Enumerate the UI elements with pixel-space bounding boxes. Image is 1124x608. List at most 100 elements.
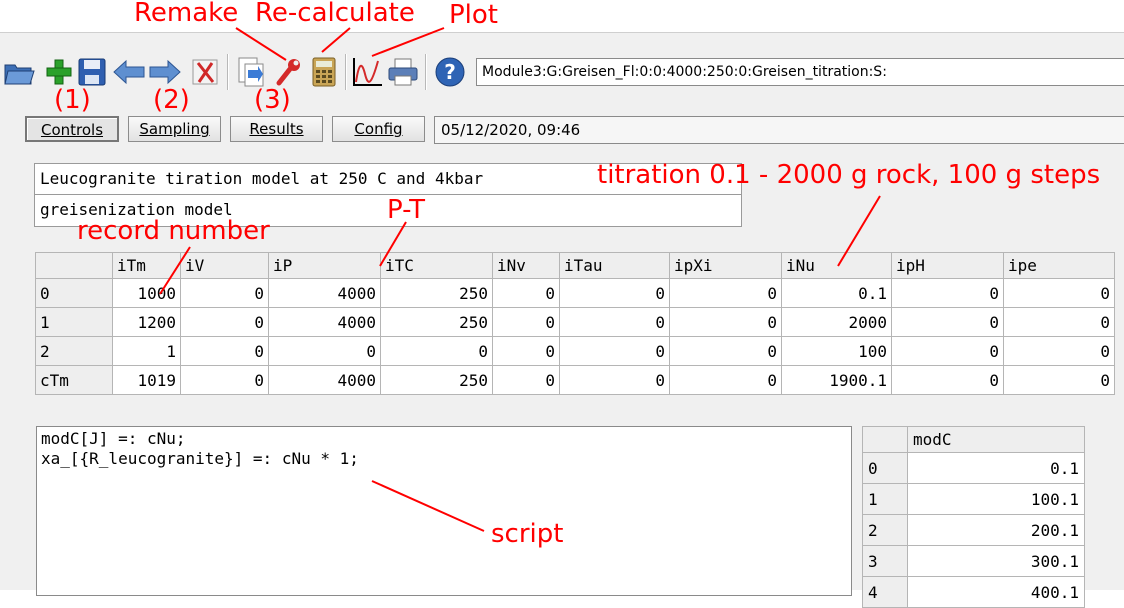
tab-controls-label: Controls: [40, 121, 104, 139]
toolbar-separator: [425, 54, 427, 90]
remake-icon[interactable]: [271, 55, 305, 89]
annotation-lines: [159, 27, 881, 532]
script-editor[interactable]: modC[J] =: cNu;xa_[{R_leucogranite}] =: …: [36, 426, 852, 596]
table-cell[interactable]: 0: [1003, 307, 1115, 337]
annotation-1: (1): [54, 85, 91, 115]
add-icon[interactable]: [42, 55, 76, 89]
grid-column-header[interactable]: iNv: [492, 252, 560, 279]
modc-corner-cell: [862, 426, 908, 453]
tab-results-label: Results: [249, 120, 304, 138]
row-header[interactable]: 1: [862, 483, 908, 515]
comment-line-1[interactable]: Leucogranite tiration model at 250 C and…: [34, 163, 742, 195]
row-header[interactable]: cTm: [35, 365, 113, 395]
print-icon[interactable]: [386, 55, 420, 89]
annotation-plot: Plot: [449, 0, 499, 30]
annotation-record-number: record number: [77, 216, 270, 246]
grid-column-header[interactable]: iTau: [559, 252, 670, 279]
annotation-2: (2): [153, 85, 190, 115]
table-cell[interactable]: 250: [380, 365, 493, 395]
table-cell[interactable]: 0: [1003, 336, 1115, 366]
table-cell[interactable]: 0: [559, 365, 670, 395]
row-header[interactable]: 3: [862, 545, 908, 577]
table-cell[interactable]: 1200: [112, 307, 181, 337]
table-cell[interactable]: 0.1: [907, 452, 1085, 484]
table-cell[interactable]: 0: [492, 365, 560, 395]
timestamp-field: 05/12/2020, 09:46: [434, 116, 1124, 144]
tab-sampling[interactable]: Sampling: [128, 116, 221, 142]
row-header[interactable]: 1: [35, 307, 113, 337]
grid-column-header[interactable]: ipXi: [669, 252, 782, 279]
grid-corner-cell: [35, 252, 113, 279]
script-pointer: [371, 480, 485, 532]
table-cell[interactable]: 100: [781, 336, 892, 366]
row-header[interactable]: 2: [862, 514, 908, 546]
annotation-recalculate: Re-calculate: [255, 0, 415, 28]
table-cell[interactable]: 0: [180, 336, 269, 366]
table-cell[interactable]: 0: [669, 307, 782, 337]
script-line: xa_[{R_leucogranite}] =: cNu * 1;: [41, 449, 359, 468]
grid-column-header[interactable]: iTC: [380, 252, 493, 279]
table-cell[interactable]: 0: [891, 365, 1004, 395]
annotation-titration: titration 0.1 - 2000 g rock, 100 g steps: [597, 160, 1101, 190]
table-cell[interactable]: 100.1: [907, 483, 1085, 515]
grid-column-header[interactable]: ipe: [1003, 252, 1115, 279]
help-icon[interactable]: ?: [433, 55, 467, 89]
table-cell[interactable]: 0: [180, 365, 269, 395]
table-cell[interactable]: 0: [492, 278, 560, 308]
toolbar-separator: [227, 54, 229, 90]
annotation-script: script: [491, 519, 564, 549]
annotation-3: (3): [254, 85, 291, 115]
table-cell[interactable]: 1900.1: [781, 365, 892, 395]
modc-column-header[interactable]: modC: [907, 426, 1085, 453]
table-cell[interactable]: 0: [380, 336, 493, 366]
save-icon[interactable]: [75, 55, 109, 89]
comment-line-2[interactable]: greisenization model: [34, 195, 742, 227]
import-icon[interactable]: [234, 55, 268, 89]
remake-pointer: [235, 27, 287, 61]
table-cell[interactable]: 0: [559, 307, 670, 337]
row-header[interactable]: 0: [862, 452, 908, 484]
annotation-remake: Remake: [134, 0, 239, 28]
grid-column-header[interactable]: iV: [180, 252, 269, 279]
table-cell[interactable]: 0: [891, 307, 1004, 337]
tab-sampling-label: Sampling: [139, 120, 210, 138]
table-cell[interactable]: 0: [1003, 278, 1115, 308]
table-cell[interactable]: 200.1: [907, 514, 1085, 546]
folder-open-icon[interactable]: [2, 55, 36, 89]
table-cell[interactable]: 1019: [112, 365, 181, 395]
table-cell[interactable]: 4000: [268, 278, 381, 308]
control-grid: iTm iV iP iTC iNv iTau ipXi iNu ipH ipe …: [35, 252, 1115, 395]
table-cell[interactable]: 300.1: [907, 545, 1085, 577]
back-arrow-icon[interactable]: [112, 55, 146, 89]
modc-header-row: modC: [862, 426, 1085, 453]
plot-pointer: [371, 27, 445, 57]
forward-arrow-icon[interactable]: [148, 55, 182, 89]
grid-column-header[interactable]: ipH: [891, 252, 1004, 279]
script-line: modC[J] =: cNu;: [41, 429, 186, 448]
row-header[interactable]: 2: [35, 336, 113, 366]
table-cell[interactable]: 0: [1003, 365, 1115, 395]
svg-text:?: ?: [444, 60, 456, 84]
annotation-pt: P-T: [387, 195, 425, 225]
table-cell[interactable]: 4000: [268, 365, 381, 395]
module-path-field[interactable]: Module3:G:Greisen_Fl:0:0:4000:250:0:Grei…: [476, 58, 1124, 86]
delete-icon[interactable]: [188, 55, 222, 89]
calculator-icon[interactable]: [307, 55, 341, 89]
grid-column-header[interactable]: iNu: [781, 252, 892, 279]
record-number-pointer: [159, 246, 191, 295]
table-cell[interactable]: 250: [380, 278, 493, 308]
recalculate-pointer: [321, 27, 351, 53]
tab-results[interactable]: Results: [230, 116, 323, 142]
row-header[interactable]: 0: [35, 278, 113, 308]
table-cell[interactable]: 4000: [268, 307, 381, 337]
tab-controls[interactable]: Controls: [25, 116, 119, 142]
tab-config[interactable]: Config: [332, 116, 425, 142]
table-row: cTm 1019 0 4000 250 0 0 0 1900.1 0 0: [35, 365, 1115, 395]
plot-icon[interactable]: [350, 55, 384, 89]
table-cell[interactable]: 0: [669, 278, 782, 308]
toolbar-separator: [345, 54, 347, 90]
